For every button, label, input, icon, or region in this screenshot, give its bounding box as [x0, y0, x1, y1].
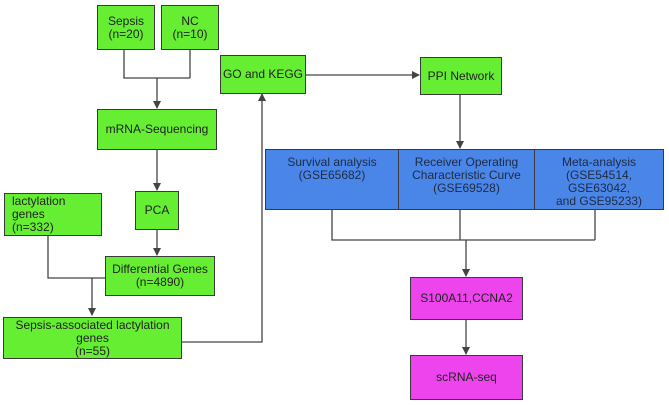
- hub-genes-label: S100A11,CCNA2: [420, 291, 513, 305]
- differential-genes-label: Differential Genes: [112, 262, 208, 276]
- meta-analysis-label: Meta-analysis: [561, 155, 637, 169]
- nc-label: NC: [181, 13, 199, 28]
- hub-genes-node: S100A11,CCNA2: [410, 277, 523, 320]
- mrna-sequencing-label: mRNA-Sequencing: [105, 122, 209, 136]
- edge-lactylation-merge: [47, 236, 105, 279]
- meta-analysis-datasets-line1: (GSE54514, GSE63042,: [565, 168, 633, 195]
- edge-survival-merge: [331, 210, 595, 241]
- sepsis-associated-label: Sepsis-associated lactylation genes: [15, 317, 170, 345]
- sepsis-count: (n=20): [108, 26, 144, 41]
- meta-analysis-datasets-line2: and GSE95233): [555, 194, 643, 208]
- differential-genes-count: (n=4890): [135, 275, 185, 289]
- survival-analysis-node: Survival analysis (GSE65682): [265, 149, 399, 210]
- differential-genes-node: Differential Genes (n=4890): [105, 256, 215, 296]
- survival-analysis-dataset: (GSE65682): [298, 168, 366, 182]
- lactylation-genes-node: lactylation genes (n=332): [4, 193, 102, 236]
- meta-analysis-node: Meta-analysis (GSE54514, GSE63042, and G…: [534, 149, 664, 210]
- sepsis-node: Sepsis (n=20): [97, 5, 155, 50]
- sepsis-label: Sepsis: [107, 13, 145, 28]
- survival-analysis-label: Survival analysis: [287, 155, 377, 169]
- lactylation-genes-count: (n=332): [12, 220, 54, 234]
- ppi-network-label: PPI Network: [427, 68, 495, 83]
- roc-label-line2: Characteristic Curve: [412, 168, 521, 182]
- mrna-sequencing-node: mRNA-Sequencing: [97, 109, 217, 150]
- roc-curve-node: Receiver Operating Characteristic Curve …: [398, 149, 535, 210]
- lactylation-genes-label: lactylation genes: [12, 194, 66, 221]
- sepsis-associated-lactylation-genes-node: Sepsis-associated lactylation genes (n=5…: [3, 317, 182, 359]
- pca-label: PCA: [144, 203, 170, 217]
- ppi-network-node: PPI Network: [420, 57, 502, 95]
- scrna-seq-node: scRNA-seq: [410, 355, 523, 400]
- nc-count: (n=10): [172, 26, 208, 41]
- sepsis-associated-count: (n=55): [74, 343, 111, 358]
- pca-node: PCA: [135, 191, 179, 230]
- roc-dataset: (GSE69528): [433, 181, 500, 195]
- scrna-seq-label: scRNA-seq: [436, 370, 497, 384]
- edge-sepsis-merge: [123, 50, 190, 79]
- nc-node: NC (n=10): [161, 5, 219, 50]
- go-kegg-label: GO and KEGG: [222, 67, 304, 81]
- roc-label-line1: Receiver Operating: [414, 155, 519, 169]
- go-kegg-node: GO and KEGG: [220, 55, 306, 94]
